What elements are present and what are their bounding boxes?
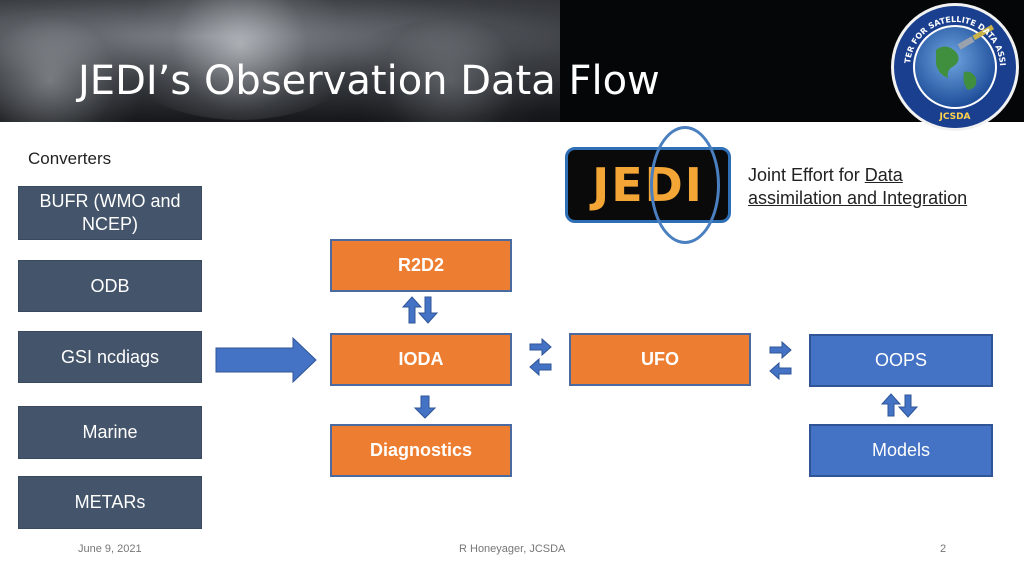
jedi-description: Joint Effort for Data assimilation and I… bbox=[748, 164, 967, 210]
slide-title: JEDI’s Observation Data Flow bbox=[78, 58, 660, 104]
hurricane-cloud-image bbox=[330, 20, 570, 122]
converter-gsi-ncdiags: GSI ncdiags bbox=[18, 331, 202, 383]
models-box: Models bbox=[809, 424, 993, 477]
ioda-box: IODA bbox=[330, 333, 512, 386]
converter-marine: Marine bbox=[18, 406, 202, 459]
arrow-right-oops bbox=[769, 340, 792, 360]
footer-page-number: 2 bbox=[940, 543, 947, 555]
logo-text-bottom: JCSDA bbox=[938, 112, 970, 122]
header-banner bbox=[0, 0, 1024, 122]
ufo-box: UFO bbox=[569, 333, 751, 386]
converters-label: Converters bbox=[28, 149, 112, 168]
oops-box: OOPS bbox=[809, 334, 993, 387]
arrow-up-oops bbox=[880, 393, 902, 417]
converter-bufr: BUFR (WMO and NCEP) bbox=[18, 186, 202, 240]
converter-metars: METARs bbox=[18, 476, 202, 529]
arrow-down-models bbox=[897, 394, 919, 418]
arrow-left-ufo bbox=[769, 361, 792, 381]
jedi-desc-prefix: Joint Effort for bbox=[748, 165, 865, 185]
arrow-left-ioda bbox=[529, 357, 552, 377]
jcsda-logo: JOINT CENTER FOR SATELLITE DATA ASSIMILA… bbox=[888, 0, 1019, 131]
arrow-right-ufo bbox=[529, 337, 552, 357]
footer-author: R Honeyager, JCSDA bbox=[459, 543, 566, 555]
jedi-desc-data: Data bbox=[864, 165, 903, 185]
jedi-highlight-ring bbox=[650, 126, 720, 244]
big-right-arrow bbox=[215, 336, 317, 384]
footer-date: June 9, 2021 bbox=[78, 543, 142, 555]
jedi-desc-assimilation: assimilation and Integration bbox=[748, 188, 968, 208]
diagnostics-box: Diagnostics bbox=[330, 424, 512, 477]
arrow-down-diagnostics bbox=[413, 395, 437, 419]
arrow-up-r2d2 bbox=[401, 296, 423, 324]
arrow-down-r2d2 bbox=[417, 296, 439, 324]
hurricane-cloud-image bbox=[110, 0, 370, 120]
r2d2-box: R2D2 bbox=[330, 239, 512, 292]
converter-odb: ODB bbox=[18, 260, 202, 312]
